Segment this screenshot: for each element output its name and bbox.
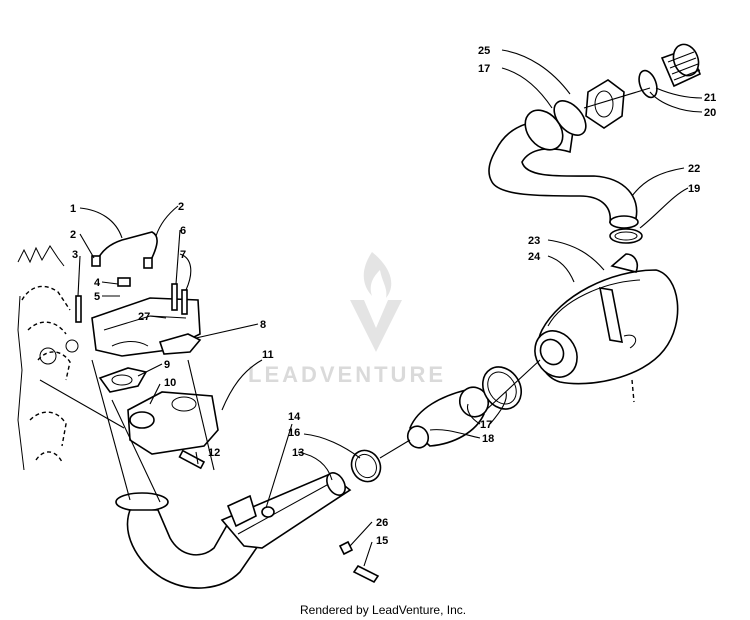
clamp-17-lower: [481, 366, 523, 410]
callout-17b: 17: [478, 63, 490, 75]
callout-3: 3: [72, 249, 78, 261]
callout-2a: 2: [70, 229, 76, 241]
clamp-16: [350, 449, 382, 483]
callout-2b: 2: [178, 201, 184, 213]
exhaust-coupler: [127, 391, 219, 470]
callout-25: 25: [478, 45, 490, 57]
intake-boot: [406, 386, 490, 449]
callout-23: 23: [528, 235, 540, 247]
air-silencer: [534, 253, 679, 403]
watermark: LEADVENTURE: [248, 252, 446, 387]
muffler-pipe: [115, 472, 380, 589]
callout-1: 1: [70, 203, 76, 215]
callout-12: 12: [208, 447, 220, 459]
callout-21: 21: [704, 92, 716, 104]
callout-19: 19: [688, 183, 700, 195]
leader-lines: [77, 49, 703, 567]
callout-18: 18: [482, 433, 494, 445]
callout-14: 14: [288, 411, 301, 423]
callout-22: 22: [688, 163, 700, 175]
line-tube: [91, 231, 158, 269]
gasket: [98, 367, 148, 393]
engine-block: [17, 245, 79, 471]
watermark-text: LEADVENTURE: [248, 362, 446, 387]
alignment-lines: [39, 87, 651, 503]
callout-7: 7: [180, 249, 186, 261]
fitting-20: [638, 69, 658, 99]
callout-8: 8: [260, 319, 266, 331]
callout-24: 24: [528, 251, 541, 263]
fitting-21: [660, 43, 702, 88]
callout-20: 20: [704, 107, 716, 119]
callout-4: 4: [94, 277, 101, 289]
callout-6: 6: [180, 225, 186, 237]
callout-13: 13: [292, 447, 304, 459]
gasket-8: [158, 333, 202, 355]
callout-16: 16: [288, 427, 300, 439]
clamp-17-upper: [553, 100, 587, 136]
nut-25: [585, 79, 625, 129]
watermark-flame-icon: [363, 252, 392, 298]
callout-labels: 1 2 2 3 4 5 6 7 8 9 10 11 12 13 14 15 16…: [70, 45, 716, 547]
callout-17a: 17: [480, 419, 492, 431]
callout-26: 26: [376, 517, 388, 529]
callout-27: 27: [138, 311, 150, 323]
callout-9: 9: [164, 359, 170, 371]
footer-credit: Rendered by LeadVenture, Inc.: [300, 603, 466, 617]
callout-11: 11: [262, 349, 274, 361]
callout-15: 15: [376, 535, 388, 547]
callout-5: 5: [94, 291, 100, 303]
clamp-19: [609, 228, 643, 244]
watermark-v-icon: [350, 300, 402, 352]
callout-10: 10: [164, 377, 176, 389]
